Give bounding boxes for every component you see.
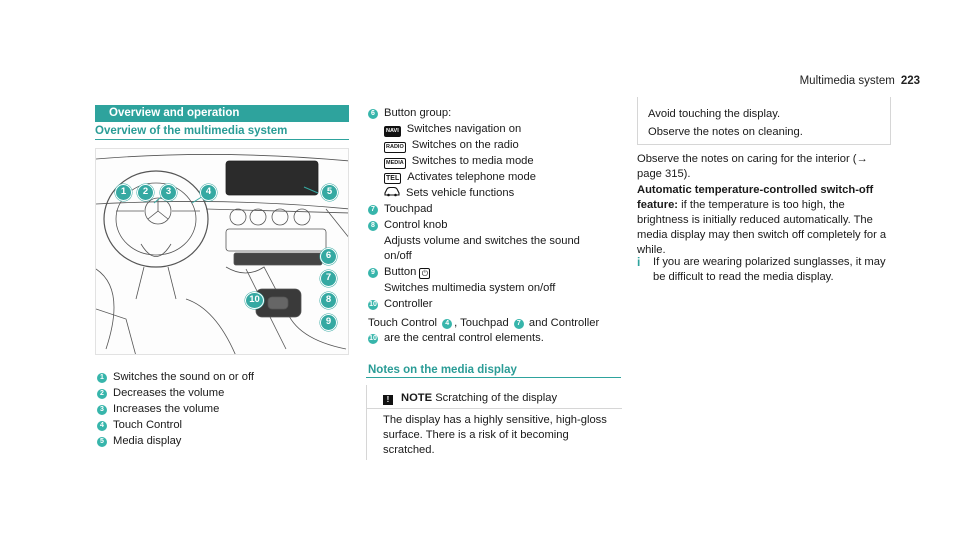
button-desc: Switches to media mode — [411, 155, 534, 167]
note-body: The display has a highly sensitive, high… — [383, 414, 607, 456]
subsection-title: Overview of the multimedia system — [95, 125, 288, 137]
tel-key-icon: TEL — [384, 173, 402, 184]
legend-text: Touch Control — [113, 419, 183, 431]
legend-number: 4 — [442, 319, 453, 329]
legend-number: 7 — [513, 319, 524, 329]
legend-item-9: 9 Button⏻ — [368, 265, 431, 280]
media-key-icon: MEDIA — [384, 158, 406, 169]
button-desc: Switches navigation on — [406, 123, 522, 135]
para-body: if the temperature is too high, the brig… — [637, 199, 887, 256]
page-number: 223 — [900, 75, 920, 87]
note-box: ! NOTE Scratching of the display The disp… — [366, 385, 622, 460]
legend-item-4: 4 Touch Control — [97, 418, 182, 433]
legend-number: 9 — [368, 268, 378, 278]
button-desc: Activates telephone mode — [407, 171, 536, 183]
legend-item-6: 6 Button group: — [368, 106, 451, 121]
legend-number: 6 — [368, 109, 378, 119]
legend-item-5: 5 Media display — [97, 434, 181, 449]
note-divider — [367, 408, 622, 409]
legend-number: 4 — [97, 421, 107, 431]
legend-item-8: 8 Control knob — [368, 218, 447, 233]
legend-item-3: 3 Increases the volume — [97, 402, 219, 417]
button-media-row: MEDIA Switches to media mode — [368, 154, 534, 169]
legend-item-2: 2 Decreases the volume — [97, 386, 224, 401]
cockpit-drawing — [96, 154, 348, 354]
legend-item-10: 10 Controller — [368, 297, 433, 312]
summary-text: Touch Control — [368, 317, 438, 329]
power-icon: ⏻ — [419, 268, 431, 279]
warning-icon: ! — [383, 395, 393, 405]
item9-desc: Switches multimedia system on/off — [384, 282, 556, 294]
page-header: Multimedia system 223 — [800, 74, 920, 89]
auto-switchoff-paragraph: Automatic temperature-controlled switch-… — [637, 183, 892, 258]
notes-section-title: Notes on the media display — [368, 364, 517, 376]
callout-6: 6 — [320, 248, 337, 265]
legend-number: 10 — [368, 334, 378, 344]
info-line-1: Avoid touching the display. — [648, 108, 781, 120]
callout-9: 9 — [320, 314, 337, 331]
note-heading: Scratching of the display — [435, 392, 558, 404]
section-title-bar: Overview and operation — [95, 105, 349, 122]
callout-3: 3 — [160, 184, 177, 201]
tip-icon: i — [637, 255, 641, 269]
navi-key-icon: NAVI — [384, 126, 401, 137]
callout-10: 10 — [245, 292, 264, 309]
button-navi-row: NAVI Switches navigation on — [368, 122, 521, 137]
legend-text: Touchpad — [384, 203, 433, 215]
button-vehicle-row: Sets vehicle functions — [368, 186, 514, 201]
summary-text: , Touchpad — [454, 317, 509, 329]
callout-8: 8 — [320, 292, 337, 309]
legend-item-1: 1 Switches the sound on or off — [97, 370, 254, 385]
summary-text: and Controller — [525, 317, 600, 329]
legend-text: Media display — [113, 435, 182, 447]
item8-desc-line1: Adjusts volume and switches the sound — [384, 235, 580, 247]
legend-text: Switches the sound on or off — [113, 371, 254, 383]
button-desc: Switches on the radio — [411, 139, 519, 151]
callout-2: 2 — [137, 184, 154, 201]
legend-item-7: 7 Touchpad — [368, 202, 433, 217]
car-icon — [384, 186, 400, 197]
legend-text: Controller — [384, 298, 433, 310]
cockpit-illustration: 1 2 3 4 5 6 7 8 9 10 — [95, 148, 349, 355]
note-title: ! NOTE Scratching of the display — [383, 391, 557, 406]
note-label: NOTE — [401, 392, 433, 404]
legend-text: Increases the volume — [113, 403, 220, 415]
legend-number: 5 — [97, 437, 107, 447]
chapter-title: Multimedia system — [799, 75, 895, 87]
legend-text: Button group: — [384, 107, 452, 119]
callout-1: 1 — [115, 184, 132, 201]
tip-text: If you are wearing polarized sunglasses,… — [653, 256, 886, 283]
legend-number: 2 — [97, 389, 107, 399]
para-bold-lead: Automatic temperature-controlled switch-… — [637, 184, 874, 211]
item8-desc-line2: on/off — [384, 250, 412, 262]
legend-number: 1 — [97, 373, 107, 383]
callout-7: 7 — [320, 270, 337, 287]
radio-key-icon: RADIO — [384, 142, 406, 153]
care-paragraph: Observe the notes on caring for the inte… — [637, 153, 868, 180]
legend-number: 10 — [368, 300, 378, 310]
summary-line1: Touch Control 4, Touchpad 7 and Controll… — [368, 316, 599, 331]
summary-text: are the central control elements. — [384, 332, 544, 344]
button-tel-row: TEL Activates telephone mode — [368, 170, 536, 185]
legend-number: 8 — [368, 221, 378, 231]
legend-text: Button — [384, 266, 417, 278]
legend-text: Control knob — [384, 219, 448, 231]
legend-number: 3 — [97, 405, 107, 415]
legend-text: Decreases the volume — [113, 387, 225, 399]
subsection-rule — [95, 139, 349, 140]
tip-paragraph: i If you are wearing polarized sunglasses… — [637, 255, 892, 285]
callout-4: 4 — [200, 184, 217, 201]
info-box: Avoid touching the display. Observe the … — [637, 97, 891, 145]
notes-rule — [366, 377, 621, 378]
button-radio-row: RADIO Switches on the radio — [368, 138, 519, 153]
info-line-2: Observe the notes on cleaning. — [648, 126, 803, 138]
summary-line2: 10 are the central control elements. — [368, 331, 544, 346]
callout-5: 5 — [321, 184, 338, 201]
button-desc: Sets vehicle functions — [406, 187, 515, 199]
legend-number: 7 — [368, 205, 378, 215]
